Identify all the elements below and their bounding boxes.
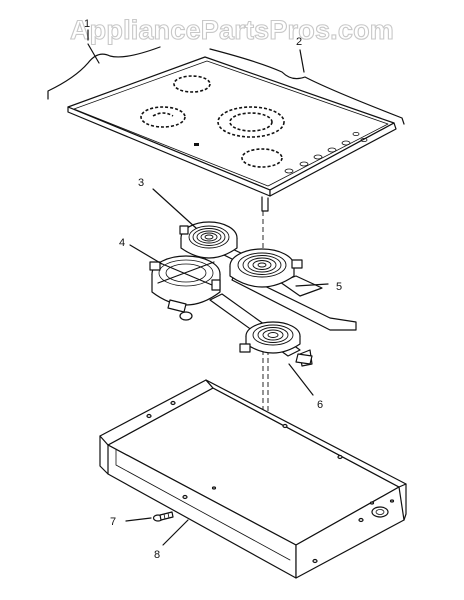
- surface-element-right[interactable]: [229, 248, 329, 288]
- burner-ring-front: [241, 148, 283, 168]
- surface-element-left[interactable]: [129, 244, 221, 321]
- callout-5-leader: [295, 283, 329, 287]
- watermark-text: AppliancePartsPros.com: [70, 15, 394, 45]
- callout-label-8: 8: [154, 549, 160, 561]
- burner-ring-left: [140, 106, 186, 128]
- callout-label-1: 1: [84, 18, 90, 30]
- callout-6-leader: [288, 363, 314, 396]
- callout-4-leader: [129, 244, 163, 265]
- surface-element-front[interactable]: [239, 321, 314, 396]
- callout-7-leader: [125, 517, 152, 522]
- callout-1-bracket: [47, 46, 161, 100]
- burner-ring-right-inner: [229, 112, 273, 132]
- callout-label-6: 6: [317, 399, 323, 411]
- callout-label-7: 7: [110, 516, 116, 528]
- callout-label-4: 4: [119, 237, 125, 249]
- bottom-tray[interactable]: [99, 379, 407, 579]
- surface-element-rear[interactable]: [152, 188, 238, 259]
- callout-3-leader: [152, 188, 197, 229]
- mounting-screw[interactable]: [125, 511, 174, 522]
- control-knobs: [194, 131, 368, 174]
- callout-label-5: 5: [336, 281, 342, 293]
- cooktop-glass-top[interactable]: [47, 29, 405, 212]
- burner-ring-rear-left: [173, 75, 211, 93]
- burner-ring-right-outer: [217, 106, 285, 138]
- callout-label-3: 3: [138, 177, 144, 189]
- callout-8-leader: [162, 519, 189, 546]
- callout-2-bracket: [209, 48, 405, 125]
- callout-label-2: 2: [296, 36, 302, 48]
